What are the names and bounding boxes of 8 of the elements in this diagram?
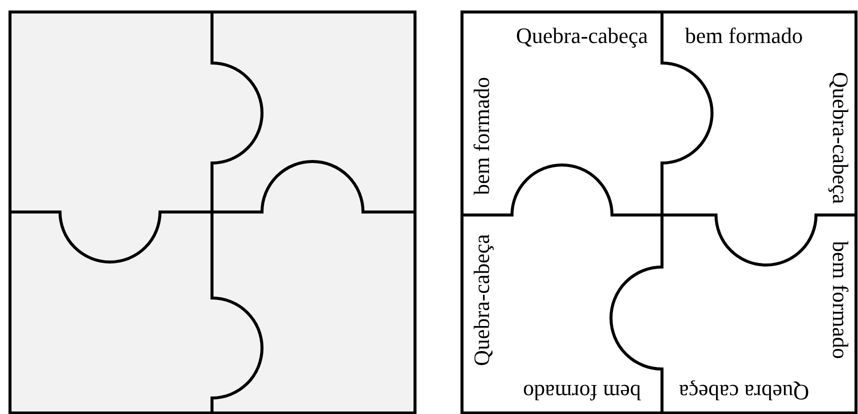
piece-edge-label: Quebra-cabeça (828, 72, 852, 204)
piece-edge-label: Quebra cabeça (679, 380, 810, 404)
piece-edge-label: bem formado (523, 380, 641, 404)
piece-edge-label: Quebra-cabeça (470, 234, 494, 366)
piece-edge-label: bem formado (685, 24, 803, 48)
piece-edge-label: Quebra-cabeça (516, 24, 648, 48)
piece-edge-label: bem formado (470, 77, 494, 195)
piece-edge-label: bem formado (828, 241, 852, 359)
